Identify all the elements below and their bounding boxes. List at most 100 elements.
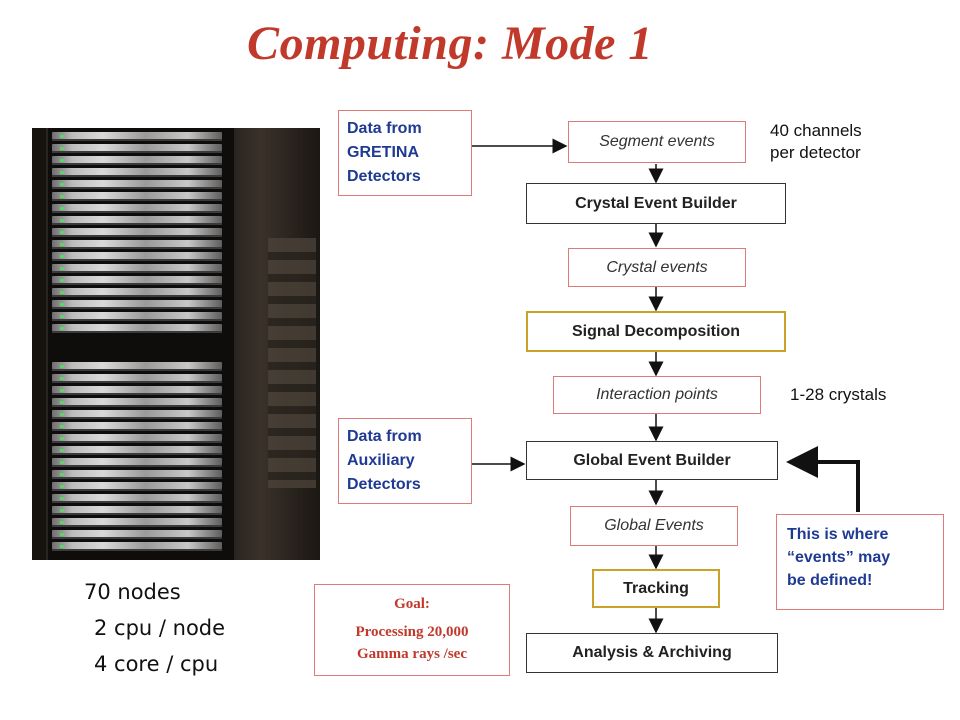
server-led bbox=[60, 521, 64, 524]
goal-box: Goal: Processing 20,000 Gamma rays /sec bbox=[314, 584, 510, 676]
server-led bbox=[60, 485, 64, 488]
server-unit bbox=[52, 506, 222, 515]
server-led bbox=[60, 473, 64, 476]
server-led bbox=[60, 327, 64, 330]
goal-label: Goal: bbox=[394, 596, 430, 612]
server-unit bbox=[52, 374, 222, 383]
source-gretina-line1: Data from bbox=[347, 120, 422, 137]
tracking-box: Tracking bbox=[592, 569, 720, 608]
server-led bbox=[60, 195, 64, 198]
interaction-points-box: Interaction points bbox=[553, 376, 761, 414]
global-event-builder-box: Global Event Builder bbox=[526, 441, 778, 480]
server-unit bbox=[52, 530, 222, 539]
server-unit bbox=[52, 458, 222, 467]
server-led bbox=[60, 183, 64, 186]
global-events-box: Global Events bbox=[570, 506, 738, 546]
server-led bbox=[60, 303, 64, 306]
channels-note: 40 channels per detector bbox=[770, 120, 862, 164]
server-led bbox=[60, 389, 64, 392]
server-unit bbox=[52, 324, 222, 333]
server-led bbox=[60, 377, 64, 380]
server-led bbox=[60, 135, 64, 138]
arrow-callout-to-geb bbox=[786, 446, 860, 512]
server-unit bbox=[52, 216, 222, 225]
server-led bbox=[60, 279, 64, 282]
segment-events-box: Segment events bbox=[568, 121, 746, 163]
node-spec: 70 nodes 2 cpu / node 4 core / cpu bbox=[84, 574, 225, 682]
server-led bbox=[60, 437, 64, 440]
server-rack-photo bbox=[32, 128, 320, 560]
server-led bbox=[60, 365, 64, 368]
server-unit bbox=[52, 386, 222, 395]
channels-note-line2: per detector bbox=[770, 143, 861, 162]
server-unit bbox=[52, 518, 222, 527]
analysis-archiving-box: Analysis & Archiving bbox=[526, 633, 778, 673]
server-led bbox=[60, 171, 64, 174]
server-led bbox=[60, 267, 64, 270]
server-unit bbox=[52, 482, 222, 491]
server-unit bbox=[52, 446, 222, 455]
callout-line1: This is where bbox=[787, 526, 889, 543]
server-unit bbox=[52, 252, 222, 261]
server-led bbox=[60, 207, 64, 210]
server-unit bbox=[52, 398, 222, 407]
server-led bbox=[60, 461, 64, 464]
crystal-events-box: Crystal events bbox=[568, 248, 746, 287]
source-auxiliary-line2: Auxiliary bbox=[347, 452, 415, 469]
goal-line1: Processing 20,000 bbox=[355, 624, 469, 640]
server-led bbox=[60, 231, 64, 234]
server-unit bbox=[52, 470, 222, 479]
server-unit bbox=[52, 132, 222, 141]
server-unit bbox=[52, 264, 222, 273]
source-auxiliary-line3: Detectors bbox=[347, 476, 421, 493]
crystal-event-builder-box: Crystal Event Builder bbox=[526, 183, 786, 224]
channels-note-line1: 40 channels bbox=[770, 121, 862, 140]
server-led bbox=[60, 413, 64, 416]
server-unit bbox=[52, 494, 222, 503]
source-gretina-box: Data from GRETINA Detectors bbox=[338, 110, 472, 196]
server-led bbox=[60, 509, 64, 512]
server-unit bbox=[52, 144, 222, 153]
server-led bbox=[60, 449, 64, 452]
server-unit bbox=[52, 410, 222, 419]
server-unit bbox=[52, 156, 222, 165]
page-title: Computing: Mode 1 bbox=[247, 17, 653, 70]
server-unit bbox=[52, 168, 222, 177]
server-unit bbox=[52, 240, 222, 249]
server-unit bbox=[52, 300, 222, 309]
server-led bbox=[60, 533, 64, 536]
server-unit bbox=[52, 192, 222, 201]
source-auxiliary-box: Data from Auxiliary Detectors bbox=[338, 418, 472, 504]
server-led bbox=[60, 545, 64, 548]
rack-side-panel bbox=[268, 238, 316, 488]
server-led bbox=[60, 243, 64, 246]
events-callout-box: This is where “events” may be defined! bbox=[776, 514, 944, 610]
server-unit bbox=[52, 276, 222, 285]
source-auxiliary-line1: Data from bbox=[347, 428, 422, 445]
server-led bbox=[60, 147, 64, 150]
server-unit bbox=[52, 434, 222, 443]
signal-decomposition-box: Signal Decomposition bbox=[526, 311, 786, 352]
server-unit bbox=[52, 228, 222, 237]
server-unit bbox=[52, 204, 222, 213]
server-unit bbox=[52, 542, 222, 551]
server-led bbox=[60, 497, 64, 500]
core-per-cpu: 4 core / cpu bbox=[94, 652, 219, 676]
server-led bbox=[60, 291, 64, 294]
server-unit bbox=[52, 362, 222, 371]
server-led bbox=[60, 159, 64, 162]
server-led bbox=[60, 425, 64, 428]
server-led bbox=[60, 315, 64, 318]
goal-line2: Gamma rays /sec bbox=[357, 646, 467, 662]
source-gretina-line3: Detectors bbox=[347, 168, 421, 185]
server-unit bbox=[52, 312, 222, 321]
source-gretina-line2: GRETINA bbox=[347, 144, 419, 161]
server-led bbox=[60, 219, 64, 222]
callout-line2: “events” may bbox=[787, 549, 891, 566]
callout-line3: be defined! bbox=[787, 572, 873, 589]
node-count: 70 nodes bbox=[84, 580, 181, 604]
crystals-note: 1-28 crystals bbox=[790, 385, 887, 404]
server-led bbox=[60, 255, 64, 258]
server-unit bbox=[52, 288, 222, 297]
